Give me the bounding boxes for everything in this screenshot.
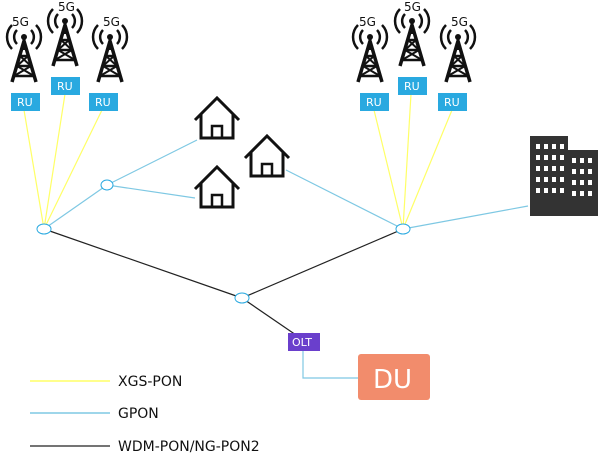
cell-tower-icon [91, 23, 129, 84]
ru-label: RU [366, 96, 382, 109]
cell-site-left: 5G 5G 5G RU RU RU [5, 0, 129, 111]
ru-box [398, 77, 427, 95]
xgs-pon-links-left [23, 93, 103, 230]
legend-label-xgs-pon: XGS-PON [118, 374, 182, 390]
house-icon [193, 165, 241, 209]
splitter-node-left [36, 223, 52, 235]
5g-label: 5G [451, 15, 468, 29]
5g-label: 5G [359, 15, 376, 29]
du-box: DU [358, 354, 430, 400]
gpon-links [43, 139, 529, 379]
legend-label-wdm-pon: WDM-PON/NG-PON2 [118, 439, 260, 455]
ru-label: RU [404, 80, 420, 93]
xgs-pon-links-right [373, 93, 453, 230]
cell-site-right: 5G 5G 5G RU RU RU [351, 0, 477, 111]
splitter-node-center [234, 292, 250, 304]
ru-label: RU [444, 96, 460, 109]
house-icon [243, 134, 291, 178]
5g-label: 5G [12, 15, 29, 29]
olt-label: OLT [292, 336, 312, 349]
ru-box [11, 93, 40, 111]
cell-tower-icon [439, 23, 477, 84]
house-icon [193, 96, 241, 140]
wdm-pon-links [43, 228, 404, 336]
cell-tower-icon [393, 7, 431, 68]
ru-label: RU [57, 80, 73, 93]
cell-tower-icon [46, 7, 84, 68]
cell-tower-icon [5, 23, 43, 84]
5g-label: 5G [58, 0, 75, 14]
legend-label-gpon: GPON [118, 406, 159, 422]
ru-box [51, 77, 80, 95]
legend: XGS-PON GPON WDM-PON/NG-PON2 [30, 374, 260, 455]
splitter-node-upper [100, 179, 114, 191]
5g-label: 5G [404, 0, 421, 14]
ru-box [360, 93, 389, 111]
office-building-icon [530, 136, 598, 216]
cell-tower-icon [351, 23, 389, 84]
ru-label: RU [17, 96, 33, 109]
du-label: DU [373, 365, 412, 395]
olt-box: OLT [288, 333, 320, 351]
ru-box [438, 93, 467, 111]
splitter-node-right [395, 223, 411, 235]
ru-box [89, 93, 118, 111]
5g-label: 5G [103, 15, 120, 29]
ru-label: RU [95, 96, 111, 109]
